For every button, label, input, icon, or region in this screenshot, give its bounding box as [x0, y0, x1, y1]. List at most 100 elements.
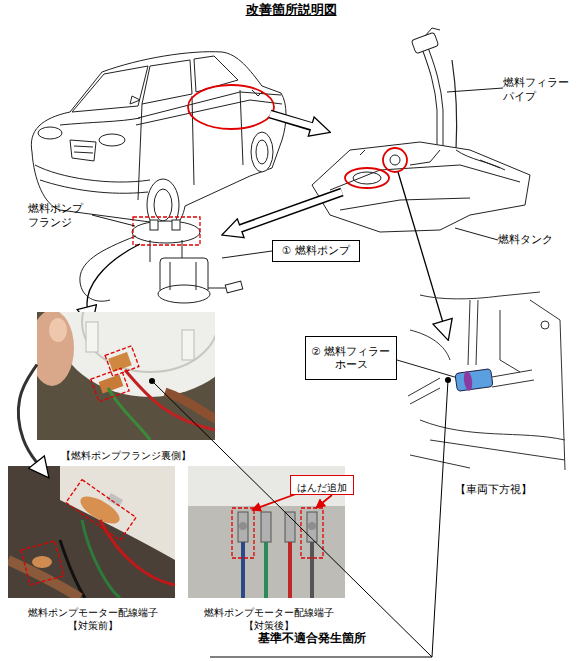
car-illustration	[142, 60, 192, 104]
pointer-arrow	[87, 114, 444, 326]
pointer-arrow	[236, 192, 342, 230]
photo-flange-underside	[165, 392, 215, 420]
fuel-pump-illustration	[225, 281, 243, 293]
vehicle-underside-illustration	[541, 321, 549, 329]
highlight-ellipse	[188, 85, 274, 129]
leader-dot	[445, 377, 451, 383]
vehicle-underside-illustration	[408, 292, 565, 470]
photo-after	[264, 542, 268, 598]
box-label: ② 燃料フィラー ホース	[309, 345, 393, 371]
box-label: はんだ追加	[291, 481, 353, 494]
photo-caption: 燃料ポンプモーター配線端子 【対策後】	[184, 606, 354, 632]
fuel-pump-illustration	[150, 220, 158, 230]
photo-after	[239, 522, 247, 530]
leader-line	[92, 215, 135, 226]
nonconformity-leader	[152, 380, 448, 657]
photo-after	[310, 542, 314, 598]
photo-after	[241, 542, 245, 598]
car-illustration	[35, 165, 150, 182]
fuel-tank-illustration	[360, 150, 500, 168]
photo-after	[261, 512, 271, 542]
car-illustration	[256, 140, 268, 164]
photo-before	[8, 466, 175, 598]
flow-arrow	[18, 365, 39, 467]
photo-panel: 燃料ポンプモーター配線端子 【対策前】	[4, 466, 182, 632]
car-illustration	[38, 127, 62, 139]
leader-dot	[149, 378, 155, 384]
nonconformity-label: 基準不適合発生箇所	[258, 631, 418, 647]
fuel-tank-illustration	[390, 155, 400, 165]
leader-line	[222, 251, 272, 258]
fuel-tank-illustration	[330, 165, 520, 190]
highlight-ellipse	[345, 168, 389, 188]
photo-flange-underside	[125, 370, 215, 430]
photo-before	[100, 520, 175, 585]
vehicle-underside-illustration	[500, 310, 520, 372]
photo-before	[21, 541, 64, 585]
photo-flange-underside	[55, 312, 215, 397]
solder-pointer-arrow	[252, 494, 296, 510]
fuel-tank-illustration	[340, 198, 470, 210]
solder-pointer-arrow	[252, 494, 332, 510]
nonconformity-leader	[432, 380, 448, 657]
car-illustration	[40, 180, 148, 193]
car-illustration	[70, 140, 96, 161]
photo-caption: 燃料ポンプモーター配線端子 【対策前】	[4, 606, 182, 632]
photo-after	[288, 542, 292, 598]
photo-after	[307, 512, 317, 542]
photo-flange-underside	[86, 322, 98, 352]
photo-flange-underside	[182, 330, 194, 360]
solder-pointer-arrow	[316, 495, 332, 508]
pointer-arrow	[236, 192, 342, 230]
car-illustration	[138, 104, 142, 200]
photo-after	[232, 508, 254, 558]
leader-line	[455, 228, 498, 240]
photo-panel: 【燃料ポンプフランジ裏側】	[37, 312, 215, 462]
nonconformity-leader	[152, 381, 432, 657]
hose-clamp	[463, 370, 474, 391]
fuel-tank-illustration	[456, 150, 505, 170]
fuel-pump-illustration	[158, 285, 210, 303]
nonconformity-leader	[210, 657, 432, 658]
vehicle-underside-illustration	[420, 420, 565, 440]
vehicle-underside-illustration	[410, 330, 450, 360]
part-label: 燃料フィラー パイプ	[503, 76, 575, 103]
vehicle-underside-illustration	[492, 370, 534, 387]
vehicle-underside-illustration	[410, 455, 470, 468]
car-illustration	[60, 118, 140, 125]
fuel-pump-illustration	[80, 236, 136, 301]
fuel-pump-illustration	[80, 220, 243, 303]
photo-flange-underside	[49, 318, 67, 342]
fuel-pump-illustration	[208, 288, 226, 289]
photo-before	[66, 480, 136, 541]
filler-hose-highlight	[455, 369, 493, 392]
car-illustration	[72, 66, 148, 112]
fuel-tank-illustration	[312, 28, 530, 232]
car-illustration	[192, 96, 194, 185]
diagram-title: 改善箇所説明図	[0, 1, 582, 19]
callout-box: ② 燃料フィラー ホース	[305, 336, 397, 380]
photo-flange-underside	[37, 312, 215, 440]
car-illustration	[138, 92, 281, 118]
photo-flange-underside	[37, 312, 74, 386]
highlight-circle	[383, 148, 407, 172]
box-label: ① 燃料ポンプ	[282, 244, 350, 257]
car-illustration	[130, 96, 140, 104]
vehicle-underside-illustration	[530, 300, 565, 470]
part-label: 燃料ポンプ フランジ	[28, 202, 94, 229]
photo-caption: 【燃料ポンプフランジ裏側】	[37, 449, 215, 462]
photo-after	[238, 512, 248, 542]
fuel-pump-illustration	[170, 262, 196, 290]
car-illustration	[136, 100, 282, 125]
part-label: 燃料タンク	[498, 233, 568, 247]
vehicle-underside-illustration	[420, 292, 540, 299]
highlight-dashed-box	[133, 217, 200, 245]
vehicle-underside-illustration	[468, 300, 478, 365]
photo-after	[301, 508, 323, 558]
photo-panel: 燃料ポンプモーター配線端子 【対策後】 はんだ追加	[184, 466, 354, 632]
annotation-box: はんだ追加	[290, 475, 354, 495]
fuel-tank-illustration	[425, 28, 440, 36]
photo-before	[8, 466, 175, 598]
